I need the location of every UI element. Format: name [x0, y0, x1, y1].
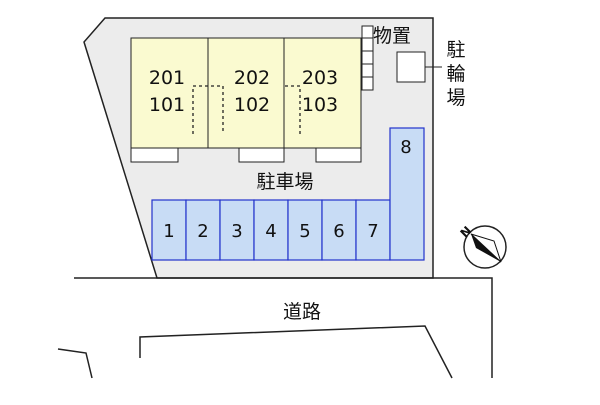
parking-space-4	[253, 199, 289, 261]
road-edge-top	[74, 277, 493, 378]
parking-spaces: 1 2 3 4 5 6 7 8	[151, 127, 425, 261]
parking-space-number: 7	[367, 221, 378, 242]
parking-space-number: 6	[333, 221, 344, 242]
bicycle-parking	[396, 51, 426, 83]
building	[130, 37, 362, 149]
unit-number-lower: 101	[149, 94, 185, 116]
parking-space-2	[185, 199, 221, 261]
interior-dashed-line	[284, 85, 301, 134]
parking-space-number: 5	[299, 221, 310, 242]
unit-number-lower: 102	[234, 94, 270, 116]
parking-space-6	[321, 199, 357, 261]
bicycle-parking-label-1: 駐	[446, 39, 465, 61]
parking-space-1	[151, 199, 187, 261]
parking-space-number: 8	[400, 137, 411, 158]
parking-space-number: 3	[231, 221, 242, 242]
unit-number-lower: 103	[302, 94, 338, 116]
unit-number-upper: 202	[234, 67, 270, 89]
parking-space-number: 1	[163, 221, 174, 242]
storage-shed	[361, 25, 374, 91]
storage-label: 物置	[373, 25, 411, 47]
parking-label: 駐車場	[256, 171, 313, 193]
unit-number-upper: 203	[302, 67, 338, 89]
bicycle-parking-label-2: 輪	[446, 63, 465, 85]
unit-number-upper: 201	[149, 67, 185, 89]
parking-space-number: 4	[265, 221, 276, 242]
north-arrow-icon: N	[457, 223, 507, 269]
interior-dashed-line	[192, 85, 224, 134]
entrance	[130, 147, 179, 163]
parking-space-number: 2	[197, 221, 208, 242]
parking-space-7	[355, 199, 391, 261]
road-edge-left	[57, 348, 93, 379]
road-edge-bottom	[139, 325, 453, 379]
bicycle-parking-label-3: 場	[446, 87, 465, 109]
parking-space-5	[287, 199, 323, 261]
entrance	[315, 147, 362, 163]
parking-space-8	[389, 127, 425, 261]
road-label: 道路	[283, 301, 321, 323]
entrance	[238, 147, 285, 163]
